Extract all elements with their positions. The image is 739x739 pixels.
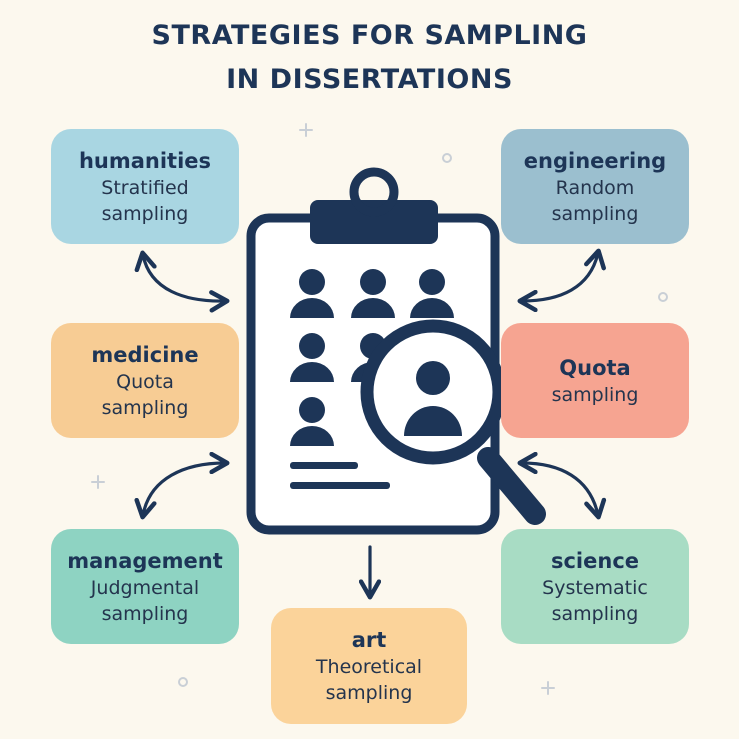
card-science: science Systematic sampling	[501, 529, 689, 644]
arrow-engineering	[517, 248, 606, 313]
card-science-text: Systematic sampling	[542, 576, 648, 625]
card-quota-text: sampling	[551, 383, 639, 406]
arrow-science	[517, 451, 607, 520]
connector-arrows	[134, 248, 607, 600]
card-management: management Judgmental sampling	[51, 529, 239, 644]
card-quota-heading: Quota	[559, 355, 631, 380]
card-management-text: Judgmental sampling	[90, 576, 200, 625]
card-management-heading: management	[67, 548, 223, 573]
card-science-heading: science	[550, 548, 640, 573]
card-medicine-heading: medicine	[91, 342, 199, 367]
card-quota: Quota sampling	[501, 323, 689, 438]
magnifying-glass-icon	[360, 319, 546, 525]
card-engineering-heading: engineering	[523, 148, 667, 173]
card-engineering: engineering Random sampling	[501, 129, 689, 244]
arrow-management	[134, 451, 230, 520]
title-line-1: STRATEGIES FOR SAMPLING	[151, 20, 588, 51]
card-art-text: Theoretical sampling	[315, 656, 423, 704]
card-humanities-heading: humanities	[78, 148, 212, 173]
card-art: art Theoretical sampling	[271, 608, 467, 724]
decorative-sparkles	[91, 123, 668, 695]
card-humanities: humanities Stratified sampling	[51, 129, 239, 244]
title-line-2: IN DISSERTATIONS	[226, 64, 513, 95]
arrow-humanities	[134, 250, 230, 313]
person-icons	[290, 269, 454, 446]
card-art-heading: art	[351, 628, 387, 652]
page-title: STRATEGIES FOR SAMPLING IN DISSERTATIONS	[0, 14, 739, 102]
card-medicine-text: Quota sampling	[101, 370, 189, 419]
card-engineering-text: Random sampling	[551, 176, 639, 225]
card-medicine: medicine Quota sampling	[51, 323, 239, 438]
card-humanities-text: Stratified sampling	[101, 176, 189, 225]
